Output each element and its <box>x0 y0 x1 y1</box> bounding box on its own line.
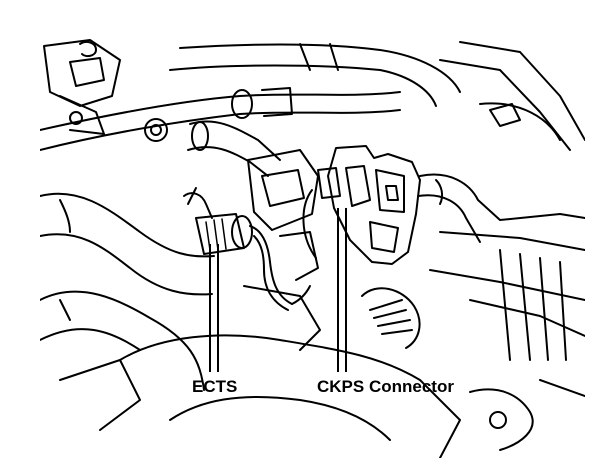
coolant-hose <box>187 120 281 177</box>
ckps-connector-label: CKPS Connector <box>317 377 454 396</box>
lower-body <box>59 334 585 458</box>
ects-leader-line <box>209 244 219 372</box>
ects-label: ECTS <box>192 377 238 396</box>
intake-runners <box>169 41 585 151</box>
hose-clamp <box>361 287 421 349</box>
ects-wiring <box>249 225 311 311</box>
upper-left-bracket <box>43 39 121 135</box>
lower-left-hose <box>40 192 215 391</box>
central-housing <box>243 149 321 351</box>
ects-sensor <box>183 187 253 255</box>
ckps-connector <box>302 145 421 265</box>
ckps-leader-line <box>337 208 347 372</box>
upper-hose <box>40 87 401 151</box>
callout-leaders <box>209 208 347 372</box>
bolt <box>144 118 168 142</box>
right-hoses <box>417 173 585 361</box>
